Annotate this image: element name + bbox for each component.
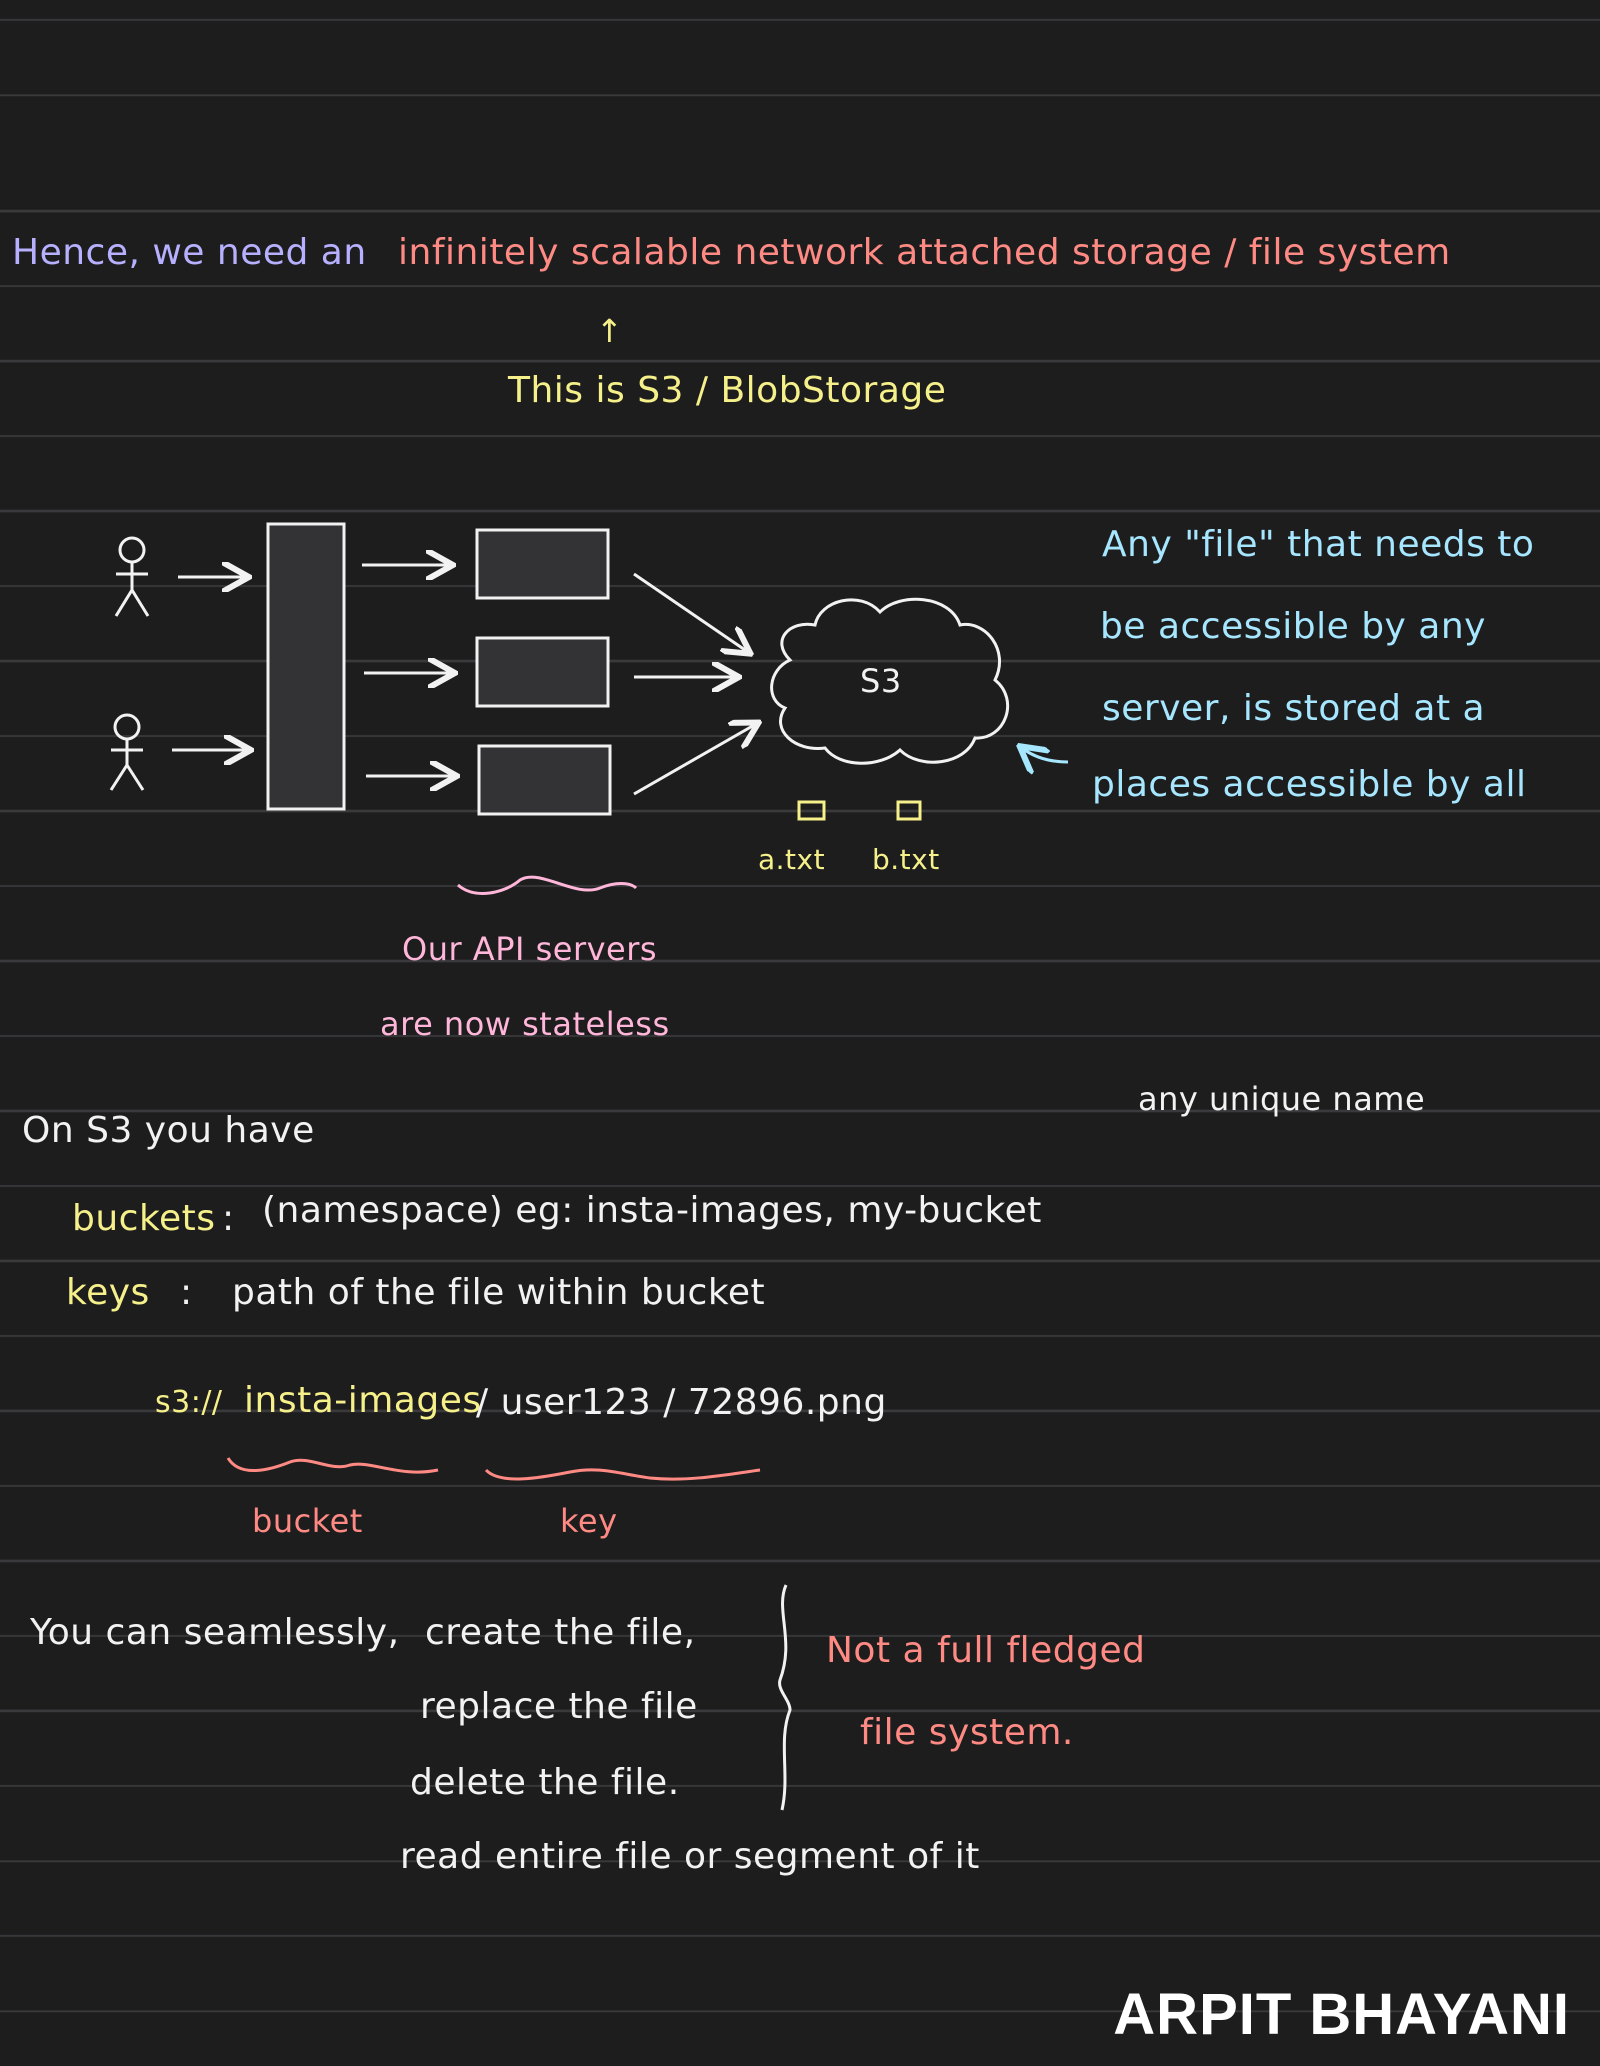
brand-signature: ARPIT BHAYANI (1113, 1982, 1570, 2047)
file-label-a: a.txt (758, 843, 826, 876)
ops-brace (778, 1584, 792, 1811)
buckets-label: buckets (72, 1198, 216, 1239)
architecture-diagram (109, 522, 1069, 895)
s3-cloud-label: S3 (860, 662, 902, 700)
api-server-box (475, 528, 610, 600)
buckets-description: (namespace) eg: insta-images, my-bucket (262, 1190, 1042, 1231)
bucket-brace (226, 1457, 439, 1474)
ops-item-create: create the file, (425, 1612, 696, 1653)
file-icon (797, 800, 826, 821)
keys-description: path of the file within bucket (232, 1272, 766, 1313)
header-prefix: Hence, we need an (12, 232, 367, 273)
api-server-box (475, 636, 610, 708)
keys-label: keys (66, 1272, 150, 1313)
ops-note-line2: file system. (860, 1712, 1074, 1753)
brace-squiggle (457, 875, 638, 895)
ops-note-line1: Not a full fledged (826, 1630, 1146, 1671)
header-highlight: infinitely scalable network attached sto… (398, 232, 1451, 273)
key-caption: key (560, 1502, 618, 1540)
ops-item-replace: replace the file (420, 1686, 698, 1727)
file-icon (896, 800, 922, 821)
servers-note-line1: Our API servers (402, 930, 658, 968)
side-note-line2: be accessible by any (1100, 606, 1486, 647)
s3-intro: On S3 you have (22, 1110, 315, 1151)
s3-note: This is S3 / BlobStorage (508, 370, 947, 411)
servers-note-line2: are now stateless (380, 1005, 670, 1043)
key-brace (484, 1468, 761, 1481)
arrow (633, 724, 756, 796)
arrow (633, 572, 748, 652)
arrow (1022, 748, 1069, 762)
unique-name-annotation: any unique name (1138, 1080, 1426, 1118)
api-server-box (477, 744, 612, 816)
url-path: / user123 / 72896.png (476, 1382, 887, 1423)
ops-intro: You can seamlessly, (30, 1612, 400, 1653)
url-bucket: insta-images (244, 1380, 482, 1421)
user-icon (114, 536, 150, 617)
up-arrow-icon: ↑ (596, 312, 624, 350)
side-note-line1: Any "file" that needs to (1102, 524, 1535, 565)
side-note-line4: places accessible by all (1092, 764, 1527, 805)
load-balancer-box (266, 522, 346, 811)
buckets-separator: : (222, 1198, 235, 1239)
ops-item-read: read entire file or segment of it (400, 1836, 980, 1877)
url-scheme: s3:// (155, 1385, 223, 1420)
user-icon (109, 713, 145, 791)
file-label-b: b.txt (872, 843, 940, 876)
side-note-line3: server, is stored at a (1102, 688, 1486, 729)
bucket-caption: bucket (252, 1502, 363, 1540)
keys-separator: : (180, 1272, 193, 1313)
ops-item-delete: delete the file. (410, 1762, 680, 1803)
s3-cloud-shape (770, 597, 1010, 765)
